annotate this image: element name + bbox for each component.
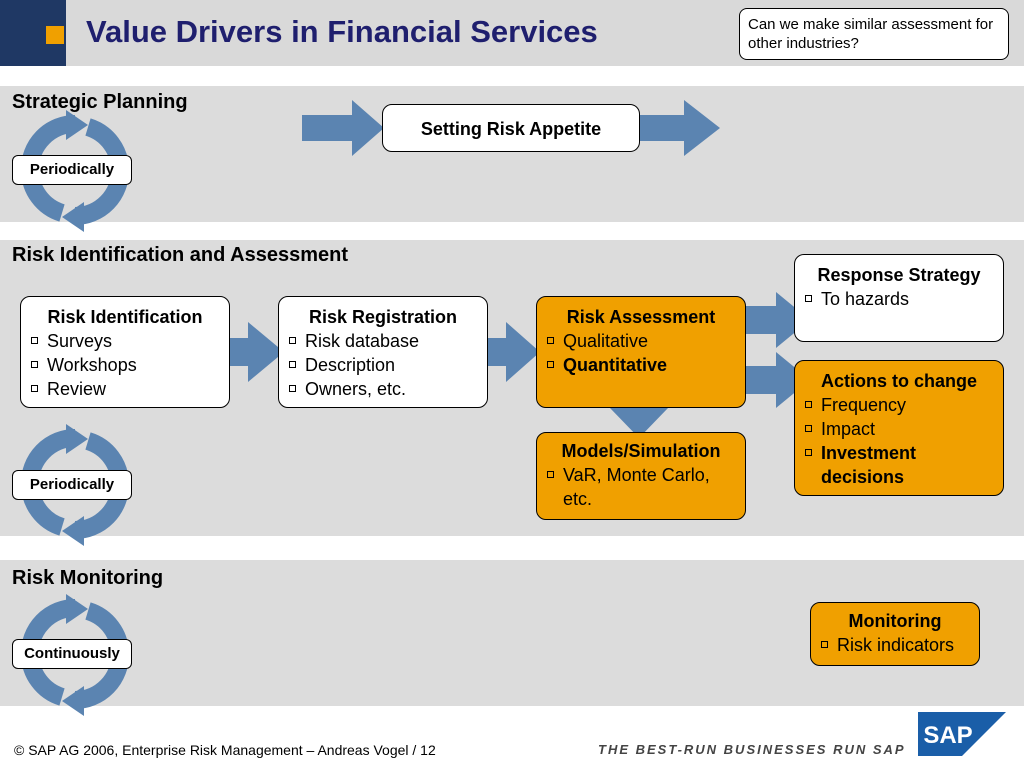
sap-logo-icon: SAP — [918, 712, 1006, 756]
footer-copyright: © SAP AG 2006, Enterprise Risk Managemen… — [14, 742, 436, 758]
cycle-label-continuously: Continuously — [12, 639, 132, 669]
risk-assessment-box: Risk Assessment Qualitative Quantitative — [536, 296, 746, 408]
list-item: Risk database — [289, 329, 477, 353]
monitoring-box: Monitoring Risk indicators — [810, 602, 980, 666]
box-title: Risk Identification — [47, 307, 203, 327]
list-item: Risk indicators — [821, 633, 969, 657]
list-item: Owners, etc. — [289, 377, 477, 401]
list-item: To hazards — [805, 287, 993, 311]
header-square-icon — [46, 26, 64, 44]
list-item: Description — [289, 353, 477, 377]
arrow-identification-to-registration — [198, 322, 284, 382]
arrow-assessment-to-response — [730, 292, 810, 348]
list-item: Impact — [805, 417, 993, 441]
arrow-registration-to-assessment — [456, 322, 540, 382]
list-item: Qualitative — [547, 329, 735, 353]
box-title: Actions to change — [820, 371, 977, 391]
list-item: Surveys — [31, 329, 219, 353]
risk-registration-box: Risk Registration Risk database Descript… — [278, 296, 488, 408]
box-title: Risk Assessment — [566, 307, 716, 327]
sap-logo-text: SAP — [923, 722, 972, 749]
cycle-label-periodically: Periodically — [12, 155, 132, 185]
list-item: Frequency — [805, 393, 993, 417]
arrow-assessment-to-actions — [730, 352, 810, 408]
response-strategy-box: Response Strategy To hazards — [794, 254, 1004, 342]
list-item: Review — [31, 377, 219, 401]
list-item: Workshops — [31, 353, 219, 377]
setting-risk-appetite-box: Setting Risk Appetite — [382, 104, 640, 152]
arrow-from-appetite — [634, 100, 720, 156]
box-title: Response Strategy — [817, 265, 981, 285]
arrow-to-appetite — [302, 100, 384, 156]
arrow-assessment-to-models — [610, 384, 668, 438]
footer-tagline: THE BEST-RUN BUSINESSES RUN SAP — [598, 742, 906, 757]
risk-identification-box: Risk Identification Surveys Workshops Re… — [20, 296, 230, 408]
section-title-identification: Risk Identification and Assessment — [12, 244, 349, 266]
box-title: Models/Simulation — [561, 441, 721, 461]
list-item: Investment decisions — [805, 441, 993, 489]
list-item: VaR, Monte Carlo, etc. — [547, 463, 735, 511]
box-title: Risk Registration — [308, 307, 458, 327]
section-title-strategic: Strategic Planning — [12, 91, 188, 113]
list-item: Quantitative — [547, 353, 735, 377]
page-title: Value Drivers in Financial Services — [86, 14, 598, 49]
models-simulation-box: Models/Simulation VaR, Monte Carlo, etc. — [536, 432, 746, 520]
callout-note: Can we make similar assessment for other… — [739, 8, 1009, 60]
section-title-monitoring: Risk Monitoring — [12, 567, 164, 589]
actions-to-change-box: Actions to change Frequency Impact Inves… — [794, 360, 1004, 496]
box-title: Monitoring — [848, 611, 942, 631]
cycle-label-periodically: Periodically — [12, 470, 132, 500]
